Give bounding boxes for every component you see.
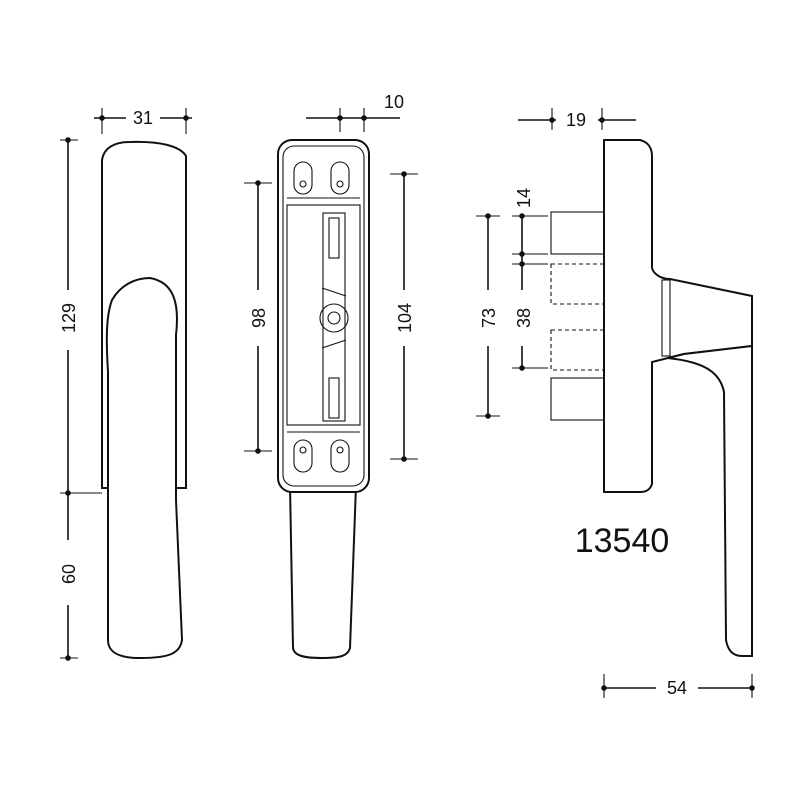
dim-base-outer-length: 104 xyxy=(395,303,415,333)
dim-front-width: 31 xyxy=(133,108,153,128)
dim-front-height-total: 129 xyxy=(59,303,79,333)
dim-side-pin-span: 73 xyxy=(479,308,499,328)
dim-front-height-lower: 60 xyxy=(59,564,79,584)
dim-side-depth: 19 xyxy=(566,110,586,130)
dim-base-inner-spacing: 98 xyxy=(249,308,269,328)
front-view: 31 129 60 xyxy=(59,108,192,661)
side-pin-lower xyxy=(550,377,605,421)
dim-side-square-height: 14 xyxy=(514,188,534,208)
side-base-plate xyxy=(603,139,753,493)
front-lever xyxy=(105,276,184,660)
dim-side-projection: 54 xyxy=(667,678,687,698)
dim-base-rail-offset: 10 xyxy=(384,92,404,112)
dim-side-pin-offset: 38 xyxy=(514,308,534,328)
side-lever xyxy=(667,344,753,657)
rear-lever xyxy=(288,485,358,660)
side-pin-upper xyxy=(550,211,605,255)
side-view: 19 73 14 38 54 xyxy=(476,108,755,698)
article-number: 13540 xyxy=(575,522,670,560)
rear-view: 10 98 104 xyxy=(244,92,418,660)
